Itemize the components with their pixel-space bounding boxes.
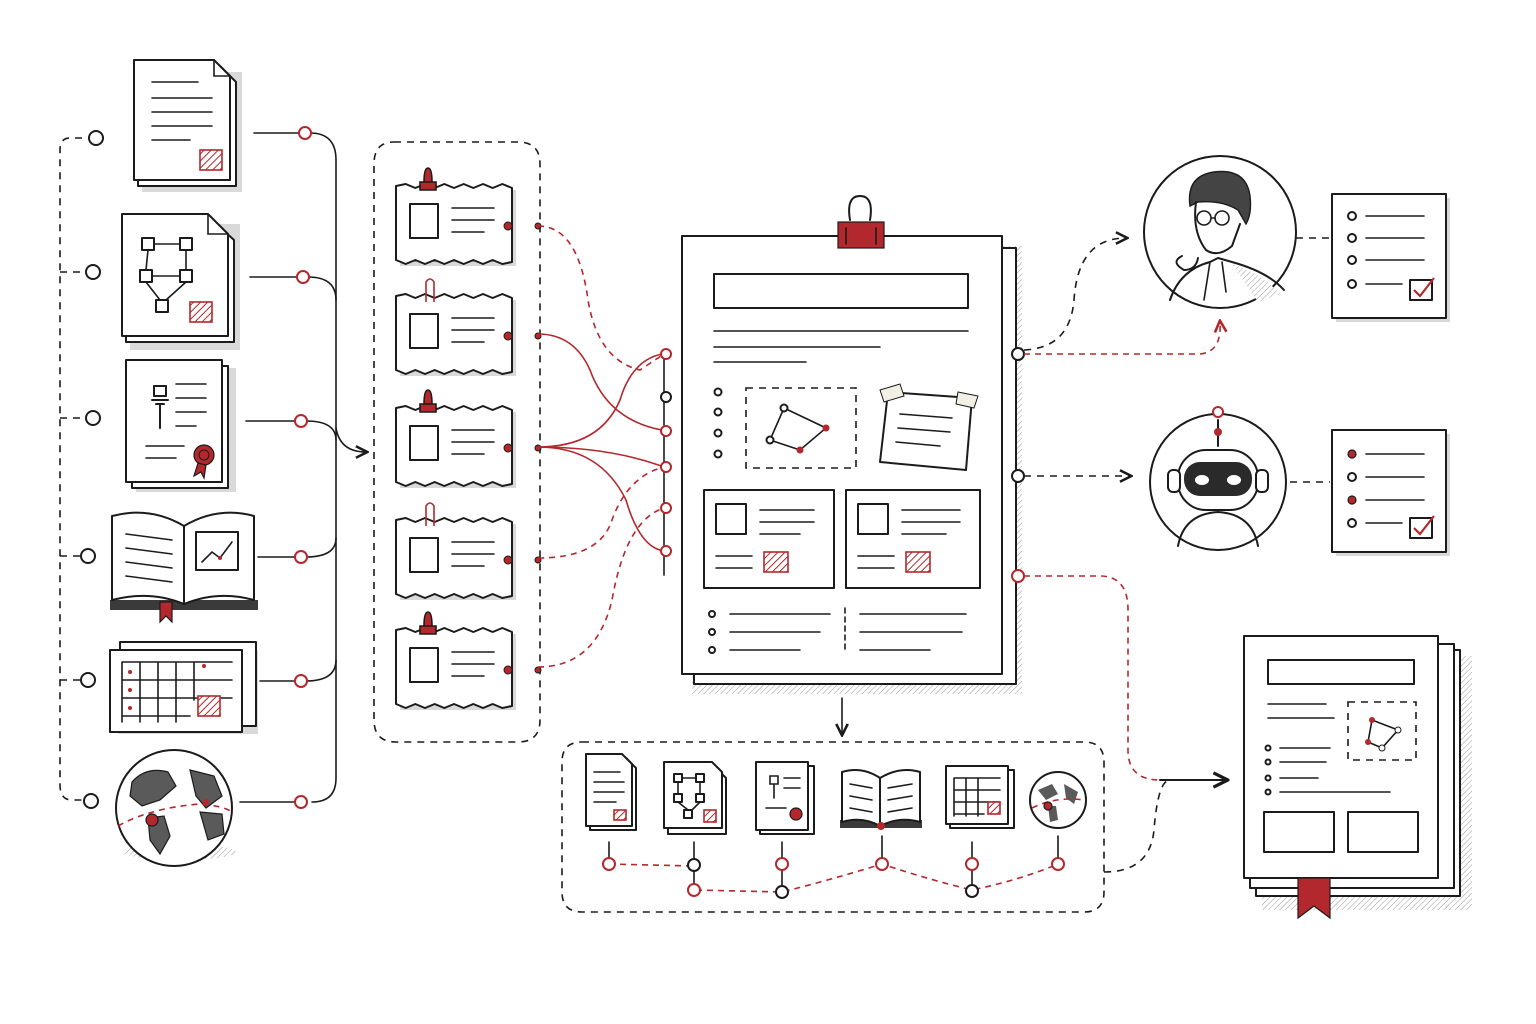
rail-node: [88, 130, 104, 146]
rail-node: [80, 672, 96, 688]
text-document-icon[interactable]: [585, 753, 637, 831]
source-column: [59, 59, 366, 867]
clipped-card-icon[interactable]: [395, 611, 542, 710]
clipped-card-icon[interactable]: [395, 389, 542, 488]
card-connectors: [537, 225, 672, 668]
diagram-document-icon[interactable]: [663, 761, 727, 835]
open-book-icon[interactable]: [840, 769, 922, 830]
clipped-card-icon[interactable]: [395, 502, 542, 600]
text-document-icon[interactable]: [133, 59, 242, 192]
globe-icon[interactable]: [1029, 771, 1087, 829]
checklist-icon[interactable]: [1296, 193, 1450, 322]
source-connectors: [239, 126, 366, 809]
certificate-document-icon[interactable]: [755, 761, 815, 835]
bound-report-icon[interactable]: [1243, 635, 1472, 920]
rail-node: [85, 410, 101, 426]
clipboard-document-icon[interactable]: [681, 195, 1025, 694]
diagram-document-icon[interactable]: [121, 213, 240, 350]
robot-agent-icon[interactable]: [1149, 406, 1287, 551]
spreadsheet-icon[interactable]: [109, 641, 258, 734]
human-reader-icon[interactable]: [1143, 155, 1297, 309]
extracted-cards-panel: [373, 141, 542, 743]
open-book-icon[interactable]: [110, 511, 258, 624]
rail-node: [83, 793, 99, 809]
consumer-connectors: [1023, 238, 1226, 873]
archive-strip: [561, 741, 1105, 913]
certificate-document-icon[interactable]: [125, 359, 236, 492]
spreadsheet-icon[interactable]: [945, 765, 1015, 829]
rail-node: [85, 264, 101, 280]
checklist-icon[interactable]: [1290, 429, 1450, 556]
rail-node: [80, 548, 96, 564]
clipped-card-icon[interactable]: [395, 278, 542, 376]
globe-icon[interactable]: [115, 749, 236, 867]
clipped-card-icon[interactable]: [395, 167, 542, 266]
